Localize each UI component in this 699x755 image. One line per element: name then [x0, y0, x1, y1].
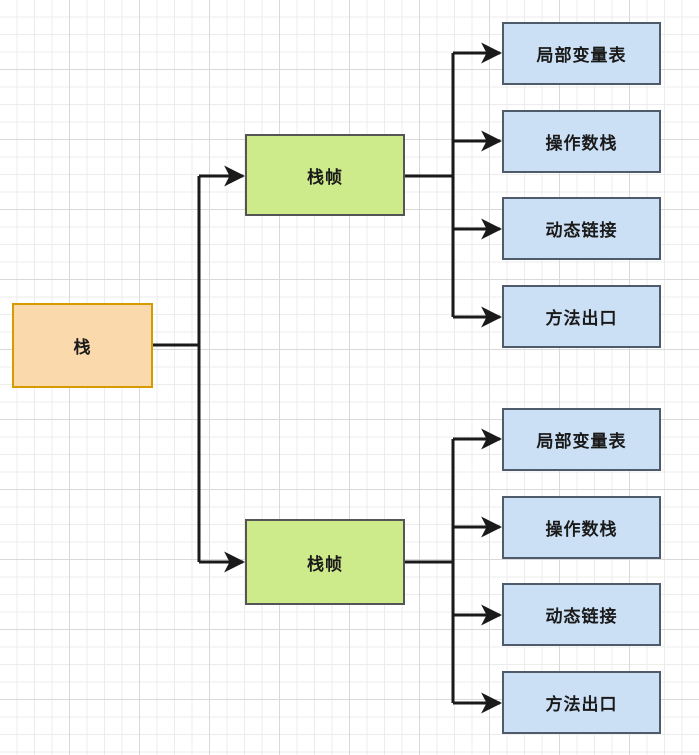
connector-frame-1-branches	[453, 42, 503, 328]
node-local-variable-table-2[interactable]: 局部变量表	[502, 408, 661, 471]
connector-frame-1-to-trunk	[405, 53, 455, 317]
node-local-variable-table-1[interactable]: 局部变量表	[502, 22, 661, 85]
node-method-exit-2[interactable]: 方法出口	[502, 671, 661, 734]
connector-root-to-trunk	[153, 176, 201, 562]
connector-frame-2-branches	[453, 428, 503, 714]
connector-frame-2-to-trunk	[405, 439, 455, 703]
node-stack-root[interactable]: 栈	[12, 303, 153, 388]
node-method-exit-1[interactable]: 方法出口	[502, 285, 661, 348]
node-operand-stack-2[interactable]: 操作数栈	[502, 496, 661, 559]
node-stack-frame-2[interactable]: 栈帧	[245, 519, 405, 605]
node-dynamic-link-2[interactable]: 动态链接	[502, 583, 661, 646]
node-stack-frame-1[interactable]: 栈帧	[245, 134, 405, 216]
node-operand-stack-1[interactable]: 操作数栈	[502, 110, 661, 173]
node-dynamic-link-1[interactable]: 动态链接	[502, 197, 661, 260]
